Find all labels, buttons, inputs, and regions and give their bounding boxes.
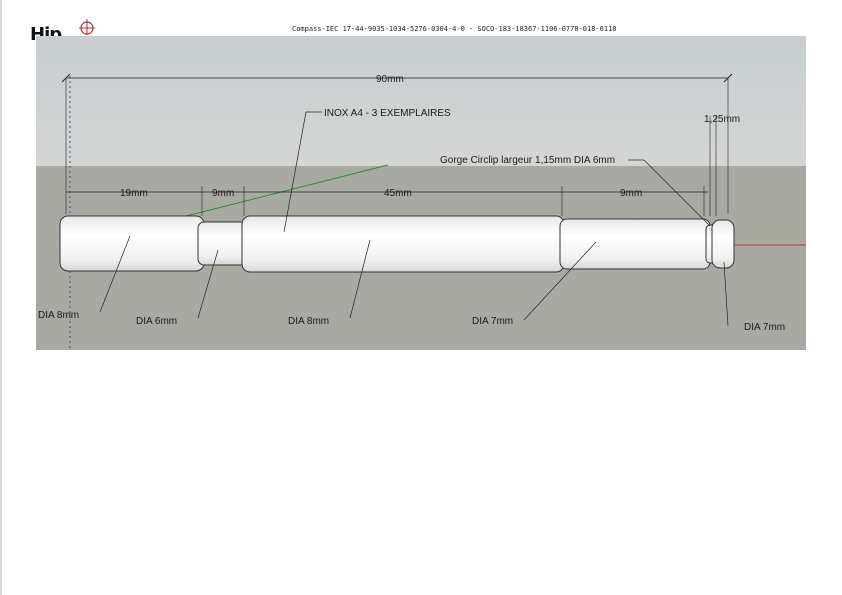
segment-1 xyxy=(59,215,205,272)
y-axis-green xyxy=(185,164,389,217)
material-note: INOX A4 - 3 EXEMPLAIRES xyxy=(324,108,451,119)
compass-icon xyxy=(79,19,95,35)
segment-4-length: 9mm xyxy=(620,188,642,199)
diameter-label-3: DIA 8mm xyxy=(288,316,329,327)
diameter-label-5: DIA 7mm xyxy=(744,322,785,333)
page-edge xyxy=(0,0,2,595)
diameter-label-2: DIA 6mm xyxy=(136,316,177,327)
viewport-sky xyxy=(36,36,806,166)
segment-3-length: 45mm xyxy=(384,188,412,199)
shaft-drawing: 90mm 19mm 9mm 45mm 9mm 1,25mm INOX A4 - … xyxy=(38,73,806,350)
diameter-label-4: DIA 7mm xyxy=(472,316,513,327)
segment-2 xyxy=(197,221,247,266)
segment-3 xyxy=(241,215,565,273)
drawing-reference: Compass-IEC 17-44-9035-1034-5276-0304-4-… xyxy=(292,25,617,33)
groove-width-label: 1,25mm xyxy=(704,114,740,125)
segment-1-length: 19mm xyxy=(120,188,148,199)
total-length-label: 90mm xyxy=(376,74,404,85)
groove-note: Gorge Circlip largeur 1,15mm DIA 6mm xyxy=(440,155,615,166)
3d-viewport[interactable]: 90mm 19mm 9mm 45mm 9mm 1,25mm INOX A4 - … xyxy=(36,36,806,350)
segment-5 xyxy=(711,219,735,269)
segment-4 xyxy=(559,218,711,270)
diameter-label-1: DIA 8mm xyxy=(38,310,79,321)
segment-2-length: 9mm xyxy=(212,188,234,199)
